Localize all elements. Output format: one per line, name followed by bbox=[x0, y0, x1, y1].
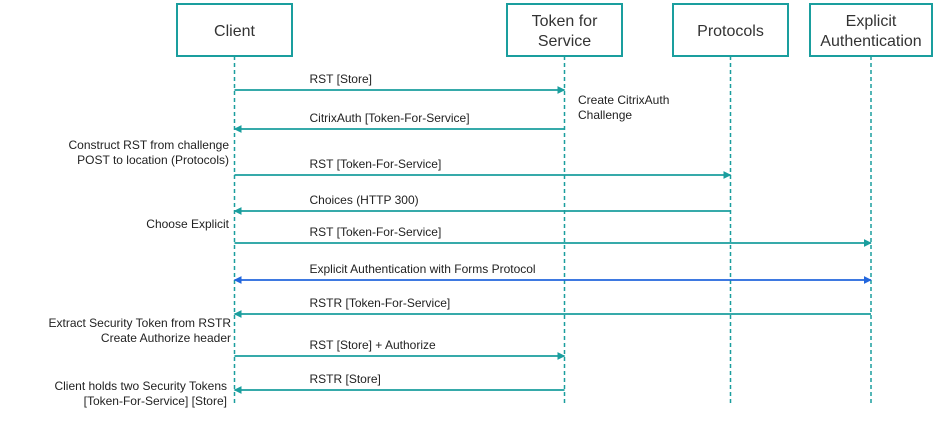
participant-explicit-authentication bbox=[809, 3, 933, 57]
note-text: Create Authorize header bbox=[101, 331, 231, 345]
note-text: Extract Security Token from RSTR bbox=[49, 316, 232, 330]
note-text: POST to location (Protocols) bbox=[77, 153, 229, 167]
message-label: RSTR [Token-For-Service] bbox=[310, 296, 451, 310]
participant-client bbox=[176, 3, 293, 57]
note-text: Create CitrixAuth bbox=[578, 93, 669, 107]
participant-label-explicit-authentication: Explicit bbox=[846, 13, 897, 30]
note-text: [Token-For-Service] [Store] bbox=[84, 394, 227, 408]
note-text: Client holds two Security Tokens bbox=[54, 379, 227, 393]
participant-label-explicit-authentication: Authentication bbox=[820, 33, 921, 50]
message-label: RST [Token-For-Service] bbox=[310, 157, 442, 171]
participant-token-for-service bbox=[506, 3, 623, 57]
participant-label-protocols: Protocols bbox=[697, 23, 764, 40]
message-label: RST [Token-For-Service] bbox=[310, 225, 442, 239]
participant-label-token-for-service: Service bbox=[538, 33, 591, 50]
message-label: RSTR [Store] bbox=[310, 372, 381, 386]
participant-label-client: Client bbox=[214, 23, 255, 40]
participant-label-token-for-service: Token for bbox=[532, 13, 598, 30]
message-label: RST [Store] bbox=[310, 72, 372, 86]
note-text: Choose Explicit bbox=[146, 217, 229, 231]
message-label: CitrixAuth [Token-For-Service] bbox=[310, 111, 470, 125]
note-text: Challenge bbox=[578, 108, 632, 122]
note-text: Construct RST from challenge bbox=[68, 138, 229, 152]
message-label: Explicit Authentication with Forms Proto… bbox=[310, 262, 536, 276]
message-label: RST [Store] + Authorize bbox=[310, 338, 437, 352]
message-label: Choices (HTTP 300) bbox=[310, 193, 419, 207]
participant-protocols bbox=[672, 3, 789, 57]
